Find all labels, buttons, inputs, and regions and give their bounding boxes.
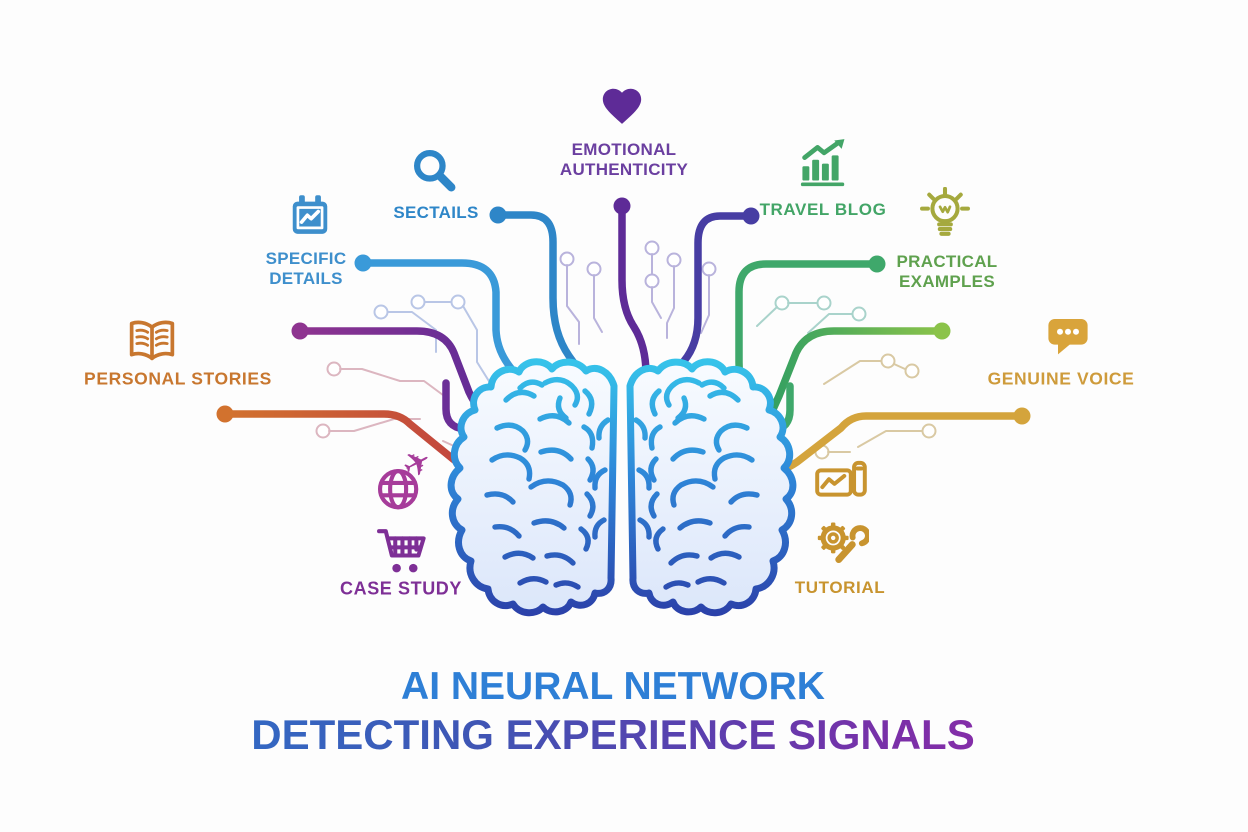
- trace-specific-details: [359, 259, 548, 398]
- globe-plane-icon: ✈: [371, 453, 433, 515]
- trace-dot: [216, 405, 234, 423]
- trace-dot: [742, 207, 760, 225]
- diagram-title: AI NEURAL NETWORK DETECTING EXPERIENCE S…: [163, 665, 1063, 759]
- speech-bubble-icon: [1044, 312, 1092, 360]
- shopping-cart-icon: [375, 524, 429, 578]
- heart-icon: [599, 83, 645, 129]
- trace-sectails: [494, 211, 588, 381]
- label-sectails: SECTAILS: [393, 202, 479, 222]
- open-book-icon: [124, 315, 180, 367]
- label-tutorial: TUTORIAL: [794, 577, 886, 597]
- brain-illustration: [447, 362, 793, 613]
- chart-window-icon: [813, 454, 869, 510]
- label-travel-blog: TRAVEL BLOG: [759, 199, 887, 219]
- label-case-study: CASE STUDY: [339, 578, 463, 599]
- connector-traces: [216, 197, 1031, 478]
- title-line-2: DETECTING EXPERIENCE SIGNALS: [163, 711, 1063, 759]
- magnifier-icon: [409, 145, 459, 195]
- calendar-chart-icon: [287, 193, 333, 239]
- trace-dot: [1013, 407, 1031, 425]
- trace-dot: [933, 322, 951, 340]
- label-personal-stories: PERSONAL STORIES: [84, 368, 272, 389]
- trace-emotional: [618, 202, 650, 378]
- lightbulb-icon: [918, 187, 972, 241]
- trace-dot: [868, 255, 886, 273]
- trace-genuine-voice: [758, 412, 1026, 478]
- label-genuine-voice: GENUINE VOICE: [987, 368, 1135, 389]
- trace-dot: [291, 322, 309, 340]
- bar-chart-icon: [797, 137, 849, 189]
- trace-dot: [613, 197, 631, 215]
- trace-dot: [489, 206, 507, 224]
- trace-personal: [296, 327, 500, 427]
- trace-dot: [354, 254, 372, 272]
- gear-wrench-icon: [813, 516, 869, 572]
- title-line-1: AI NEURAL NETWORK: [401, 665, 825, 708]
